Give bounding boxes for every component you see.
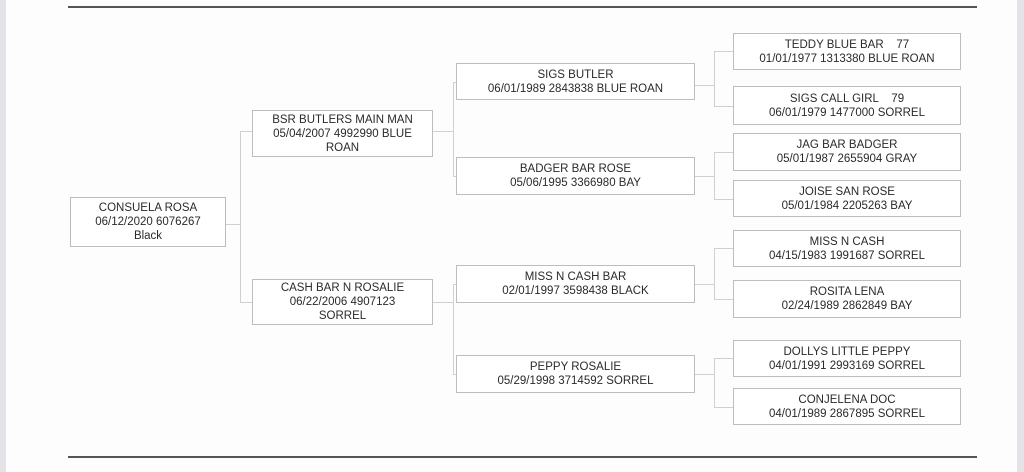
- horse-details: 04/01/1991 2993169 SORREL: [768, 359, 925, 372]
- connector: [453, 284, 456, 285]
- connector: [695, 374, 714, 375]
- connector: [695, 284, 714, 285]
- sd-sire-box: JAG BAR BADGER 05/01/1987 2655904 GRAY: [733, 133, 961, 171]
- connector: [714, 248, 733, 249]
- sire-dam-box: BADGER BAR ROSE 05/06/1995 3366980 BAY: [456, 157, 695, 195]
- connector: [453, 284, 454, 374]
- horse-details: 02/24/1989 2862849 BAY: [781, 300, 913, 312]
- connector: [714, 358, 715, 407]
- horse-details: 05/01/1984 2205263 BAY: [781, 199, 913, 212]
- top-rule: [68, 6, 977, 8]
- horse-details: 04/15/1983 1991687 SORREL: [768, 249, 925, 262]
- connector: [240, 131, 252, 132]
- sd-dam-box: JOISE SAN ROSE 05/01/1984 2205263 BAY: [733, 180, 961, 217]
- horse-details: 05/29/1998 3714592 SORREL: [497, 375, 654, 387]
- horse-name: CONJELENA DOC: [798, 393, 896, 406]
- horse-details: 06/22/2006 4907123: [289, 296, 396, 308]
- right-edge: [1017, 0, 1024, 472]
- bottom-rule: [68, 456, 977, 458]
- horse-name: MISS N CASH: [809, 235, 885, 248]
- horse-details: 06/01/1989 2843838 BLUE ROAN: [487, 82, 664, 95]
- dam-sire-box: MISS N CASH BAR 02/01/1997 3598438 BLACK: [456, 265, 695, 303]
- horse-color: SORREL: [318, 310, 367, 322]
- connector: [714, 248, 715, 299]
- ds-dam-box: ROSITA LENA 02/24/1989 2862849 BAY: [733, 280, 961, 318]
- connector: [695, 85, 714, 86]
- horse-details: 06/12/2020 6076267: [95, 216, 201, 228]
- horse-details: 02/01/1997 3598438 BLACK: [502, 285, 649, 297]
- horse-name: JOISE SAN ROSE: [799, 185, 895, 198]
- horse-name: CASH BAR N ROSALIE: [280, 282, 405, 294]
- sire-sire-box: SIGS BUTLER 06/01/1989 2843838 BLUE ROAN: [456, 63, 695, 100]
- connector: [714, 299, 733, 300]
- horse-details: 06/01/1979 1477000 SORREL: [768, 106, 925, 119]
- connector: [453, 176, 456, 177]
- dd-dam-box: CONJELENA DOC 04/01/1989 2867895 SORREL: [733, 388, 961, 425]
- sire-box: BSR BUTLERS MAIN MAN 05/04/2007 4992990 …: [252, 110, 433, 157]
- connector: [433, 302, 453, 303]
- dd-sire-box: DOLLYS LITTLE PEPPY 04/01/1991 2993169 S…: [733, 340, 961, 377]
- horse-name: ROSITA LENA: [809, 286, 885, 298]
- connector: [714, 152, 733, 153]
- horse-color: ROAN: [325, 141, 360, 154]
- connector: [226, 224, 240, 225]
- connector: [714, 199, 733, 200]
- ss-sire-box: TEDDY BLUE BAR 77 01/01/1977 1313380 BLU…: [733, 33, 961, 70]
- horse-name: CONSUELA ROSA: [98, 202, 198, 214]
- horse-details: 05/01/1987 2655904 GRAY: [776, 153, 918, 165]
- connector: [453, 82, 456, 83]
- horse-name: DOLLYS LITTLE PEPPY: [783, 345, 911, 358]
- horse-name: TEDDY BLUE BAR 77: [784, 38, 910, 51]
- horse-name: SIGS CALL GIRL 79: [789, 92, 905, 105]
- horse-details: 01/01/1977 1313380 BLUE ROAN: [759, 52, 935, 65]
- connector: [714, 152, 715, 199]
- horse-name: PEPPY ROSALIE: [529, 361, 622, 373]
- connector: [453, 374, 456, 375]
- connector: [433, 131, 453, 132]
- horse-details: 04/01/1989 2867895 SORREL: [768, 407, 925, 420]
- horse-name: SIGS BUTLER: [537, 68, 614, 81]
- ds-sire-box: MISS N CASH 04/15/1983 1991687 SORREL: [733, 230, 961, 267]
- connector: [714, 51, 715, 106]
- ss-dam-box: SIGS CALL GIRL 79 06/01/1979 1477000 SOR…: [733, 86, 961, 125]
- horse-name: BADGER BAR ROSE: [519, 163, 632, 175]
- dam-dam-box: PEPPY ROSALIE 05/29/1998 3714592 SORREL: [456, 355, 695, 393]
- left-edge: [0, 0, 6, 472]
- connector: [240, 131, 241, 303]
- dam-box: CASH BAR N ROSALIE 06/22/2006 4907123 SO…: [252, 279, 433, 325]
- horse-details: 05/04/2007 4992990 BLUE: [273, 127, 412, 140]
- connector: [695, 176, 714, 177]
- horse-name: JAG BAR BADGER: [796, 139, 898, 151]
- horse-details: 05/06/1995 3366980 BAY: [510, 177, 641, 189]
- connector: [453, 82, 454, 176]
- horse-name: BSR BUTLERS MAIN MAN: [272, 113, 413, 126]
- connector: [714, 407, 733, 408]
- connector: [714, 358, 733, 359]
- horse-name: MISS N CASH BAR: [524, 271, 627, 283]
- connector: [240, 302, 252, 303]
- horse-color: Black: [133, 230, 163, 242]
- connector: [714, 51, 733, 52]
- connector: [714, 106, 733, 107]
- subject-horse-box: CONSUELA ROSA 06/12/2020 6076267 Black: [70, 197, 226, 247]
